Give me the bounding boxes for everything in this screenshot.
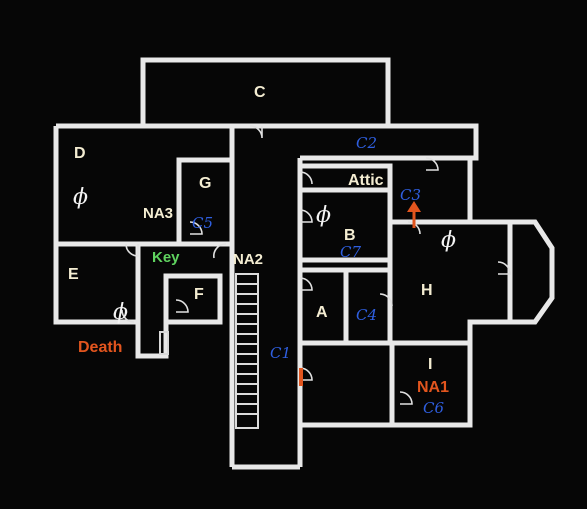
bay-top-wall <box>470 219 513 260</box>
upper-corridor-wall <box>56 123 479 161</box>
camera-label-c7: C7 <box>340 243 362 261</box>
room-label-b: B <box>344 227 356 244</box>
empty-room-symbol-d: ϕ <box>73 185 88 210</box>
death-marker-label: Death <box>78 339 123 356</box>
attic-outline <box>297 163 393 190</box>
doors <box>121 125 511 405</box>
room-f-outline <box>163 273 223 325</box>
room-label-e: E <box>68 266 79 283</box>
room-label-f: F <box>194 286 204 303</box>
red-blocked-door-mark <box>299 368 303 386</box>
camera-label-c4: C4 <box>356 306 378 324</box>
room-label-a: A <box>316 304 328 321</box>
room-i-block-outline <box>300 340 473 428</box>
room-label-i: I <box>428 356 433 373</box>
room-label-g: G <box>199 175 212 192</box>
death-passage-wall <box>135 322 169 359</box>
room-label-h: H <box>421 282 433 299</box>
camera-label-c5: C5 <box>192 214 214 232</box>
camera-label-c2: C2 <box>356 134 378 152</box>
small-ladder-icon <box>159 331 169 355</box>
camera-label-c6: C6 <box>423 399 445 417</box>
camera-label-c1: C1 <box>270 344 292 362</box>
room-label-d: D <box>74 145 86 162</box>
empty-room-symbol-e: ϕ <box>113 300 128 325</box>
empty-room-symbol-h: ϕ <box>441 228 456 253</box>
key-marker-label: Key <box>152 249 180 266</box>
staircase <box>235 273 259 429</box>
camera-label-c3: C3 <box>400 186 422 204</box>
zone-label-na3: NA3 <box>143 205 174 222</box>
zone-label-na1: NA1 <box>417 379 450 396</box>
bay-window-outline <box>510 219 555 325</box>
room-label-attic: Attic <box>348 172 384 189</box>
red-up-arrow-icon <box>407 201 421 228</box>
empty-room-symbol-b: ϕ <box>316 203 331 228</box>
zone-label-na2: NA2 <box>233 251 264 268</box>
room-label-c: C <box>254 84 266 101</box>
rooms-d-e-outer-wall <box>53 126 138 325</box>
